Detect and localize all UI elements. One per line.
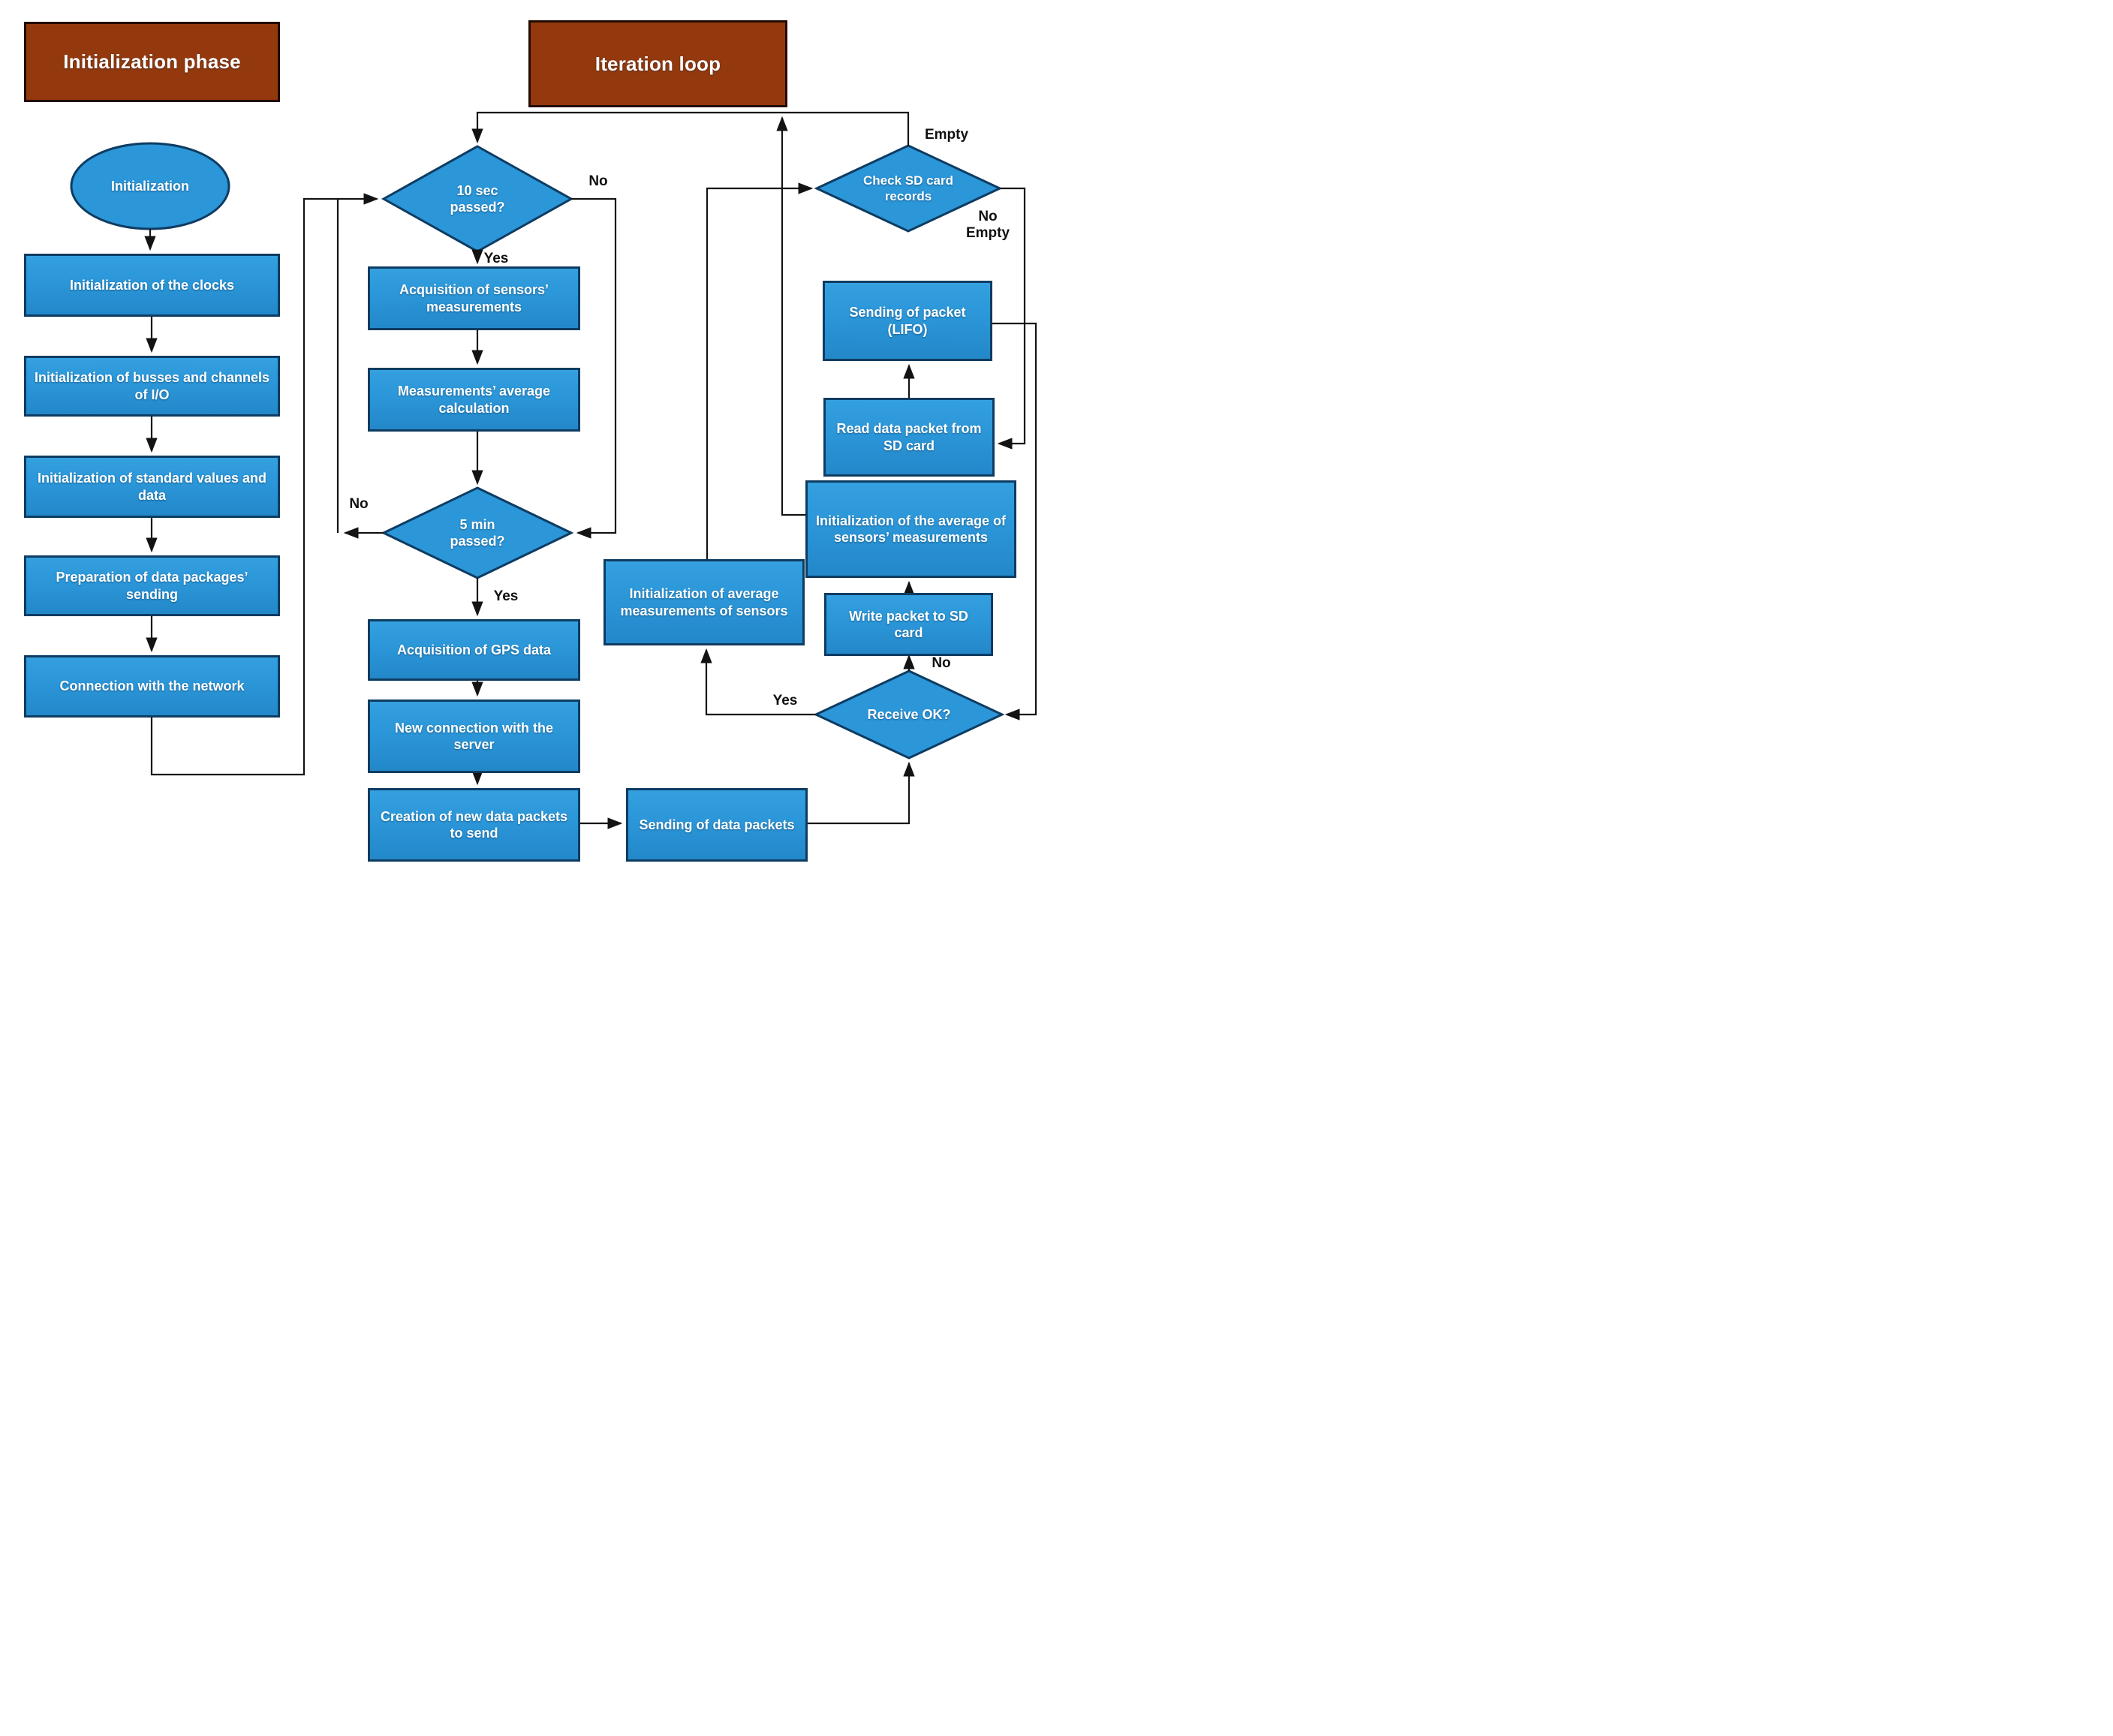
edge-label-receive-yes: Yes xyxy=(772,693,798,709)
node-read-data-packet-sd: Read data packet from SD card xyxy=(823,398,995,477)
header-iteration-loop: Iteration loop xyxy=(528,20,787,107)
edge-label-5min-yes: Yes xyxy=(493,588,519,605)
node-decision-check-sd-records: Check SD card records xyxy=(863,173,953,203)
flowchart: Initialization phase Iteration loop Init… xyxy=(0,0,1057,868)
node-init-busses: Initialization of busses and channels of… xyxy=(24,356,280,417)
connector-initavgmeas-to-checksd xyxy=(706,182,814,559)
edge-label-10sec-no: No xyxy=(588,173,608,190)
connector-checksd-noempty-to-read xyxy=(997,187,1026,450)
node-sending-packet-lifo: Sending of packet (LIFO) xyxy=(823,281,992,361)
node-acquisition-gps: Acquisition of GPS data xyxy=(368,619,580,681)
connector-receive-yes-to-initavgmeas xyxy=(700,648,816,716)
flowchart-canvas xyxy=(70,111,1037,829)
connector-connection-to-10sec xyxy=(150,193,379,776)
node-new-connection-server: New connection with the server xyxy=(368,700,580,773)
edge-label-check-empty: Empty xyxy=(924,127,969,143)
connector-initavgsensors-loop xyxy=(776,116,805,516)
node-initialization: Initialization xyxy=(110,178,189,194)
node-decision-5min: 5 min passed? xyxy=(450,516,505,549)
node-init-average-sensors-measurements: Initialization of the average of sensors… xyxy=(805,480,1016,578)
connector-sending-to-receive xyxy=(808,761,915,825)
node-decision-receive-ok: Receive OK? xyxy=(867,706,951,722)
node-creation-data-packets: Creation of new data packets to send xyxy=(368,788,580,862)
node-decision-10sec: 10 sec passed? xyxy=(450,182,505,215)
node-init-average-measurements: Initialization of average measurements o… xyxy=(603,559,805,645)
node-sending-data-packets: Sending of data packets xyxy=(626,788,808,862)
edge-label-5min-no: No xyxy=(349,496,369,513)
node-init-standard-values: Initialization of standard values and da… xyxy=(24,456,280,518)
node-write-packet-sd: Write packet to SD card xyxy=(824,593,993,656)
node-connection-network: Connection with the network xyxy=(24,655,280,718)
node-prep-data-packages: Preparation of data packages’ sending xyxy=(24,555,280,616)
decision-check-sd-shape xyxy=(814,144,1003,233)
edge-label-10sec-yes: Yes xyxy=(483,251,509,267)
connector-10sec-no-to-5min xyxy=(571,197,617,539)
decision-receive-ok-shape xyxy=(813,669,1005,760)
header-initialization-phase: Initialization phase xyxy=(24,22,280,102)
node-measurements-average: Measurements’ average calculation xyxy=(368,368,580,432)
edge-label-check-no-empty: No Empty xyxy=(965,209,1010,241)
connector-lifo-to-receive xyxy=(992,322,1037,721)
node-acquisition-sensors: Acquisition of sensors’ measurements xyxy=(368,266,580,330)
edge-label-receive-no: No xyxy=(932,655,951,672)
connector-checksd-empty-loop xyxy=(471,111,910,146)
node-init-clocks: Initialization of the clocks xyxy=(24,254,280,317)
